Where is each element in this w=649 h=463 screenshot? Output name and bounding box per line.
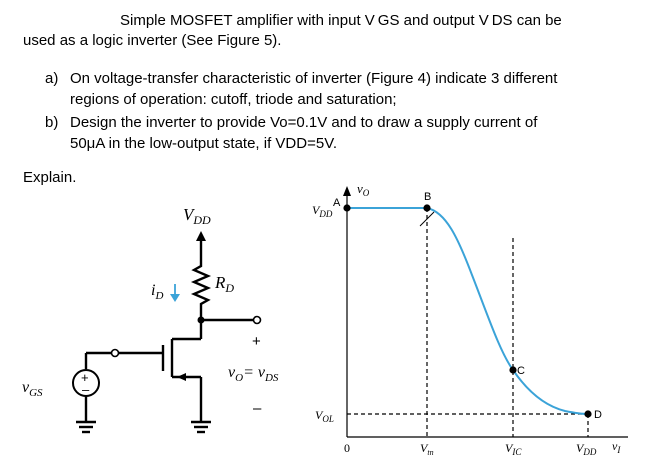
vtc-axes [343,186,628,438]
b-pointer [419,211,435,227]
vo-axis-label: vO [357,181,370,198]
vol-tick-label: VOL [315,408,334,424]
gate-terminal [110,348,120,358]
vdd-label: VDD [183,205,211,227]
mosfet-circuit [72,231,262,434]
item-a-line-1: On voltage-transfer characteristic of in… [70,70,558,87]
vt-tick-label: Vtn [420,441,434,457]
intro-line-1: Simple MOSFET amplifier with input V GS … [120,12,562,29]
item-b-line-1: Design the inverter to provide Vo=0.1V a… [70,114,538,131]
vgs-plus: + [81,370,89,385]
point-a-label: A [333,197,341,209]
output-minus: – [253,400,262,417]
id-arrow-icon [170,294,180,302]
output-plus: + [252,333,261,350]
vtc-curve [347,207,589,415]
item-a-label: a) [45,70,59,87]
zero-tick-label: 0 [344,441,350,455]
rd-label: RD [214,273,234,295]
output-terminal [252,315,262,325]
vdd-tick-label: VDD [312,203,333,219]
item-a-line-2: regions of operation: cutoff, triode and… [70,91,397,108]
vi-axis-label: vI [612,439,621,455]
point-a-marker [343,204,351,212]
point-c-label: C [517,365,525,377]
item-b-label: b) [45,114,59,131]
vdd-arrow-icon [196,231,206,241]
point-c-marker [509,366,517,374]
source-arrow-icon [177,373,186,381]
resistor-rd [190,262,212,320]
vo-axis-arrow-icon [343,186,351,196]
point-d-marker [584,410,592,418]
id-label: iD [151,282,163,302]
item-b-line-2: 50μA in the low-output state, if VDD=5V. [70,135,337,152]
point-b-marker [423,204,431,212]
vic-tick-label: VIC [505,441,522,457]
vo-vds-label: vO= vDS [228,364,279,384]
vgs-label: vGS [22,379,43,399]
point-b-label: B [424,191,431,203]
vgs-minus: – [82,382,90,397]
point-d-label: D [594,409,602,421]
vdd-x-tick-label: VDD [576,441,597,457]
explain-label: Explain. [23,169,77,186]
intro-line-2: used as a logic inverter (See Figure 5). [23,32,282,49]
